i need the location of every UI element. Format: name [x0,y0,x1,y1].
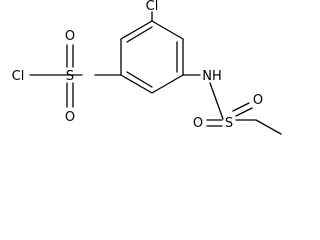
atom-cl-sulfonyl: Cl [12,69,25,84]
benzene-ring [120,20,184,94]
structure-diagram: Cl Cl S O O NH S O O [12,0,282,135]
bond-s-o-right [235,107,253,117]
atom-o-sulfonyl-bottom: O [65,110,75,125]
atom-o-sulfonamide-right: O [253,93,263,108]
bond-ethyl [255,119,282,135]
ring-double-bond [126,71,153,88]
atom-s-sulfonyl: S [66,69,74,84]
atom-cl-ring: Cl [146,0,159,14]
atom-nh: NH [202,69,222,84]
ring-bond [120,20,153,40]
atom-o-sulfonyl-top: O [65,29,75,44]
bond-nh-to-s [209,82,224,120]
atom-s-sulfonamide: S [225,116,233,131]
bond-s-o-right [232,102,250,112]
ring-bond [120,74,153,94]
ring-bond [151,74,184,94]
ring-bond [151,20,184,40]
ring-double-bond [126,26,153,43]
atom-o-sulfonamide-left: O [193,116,203,131]
